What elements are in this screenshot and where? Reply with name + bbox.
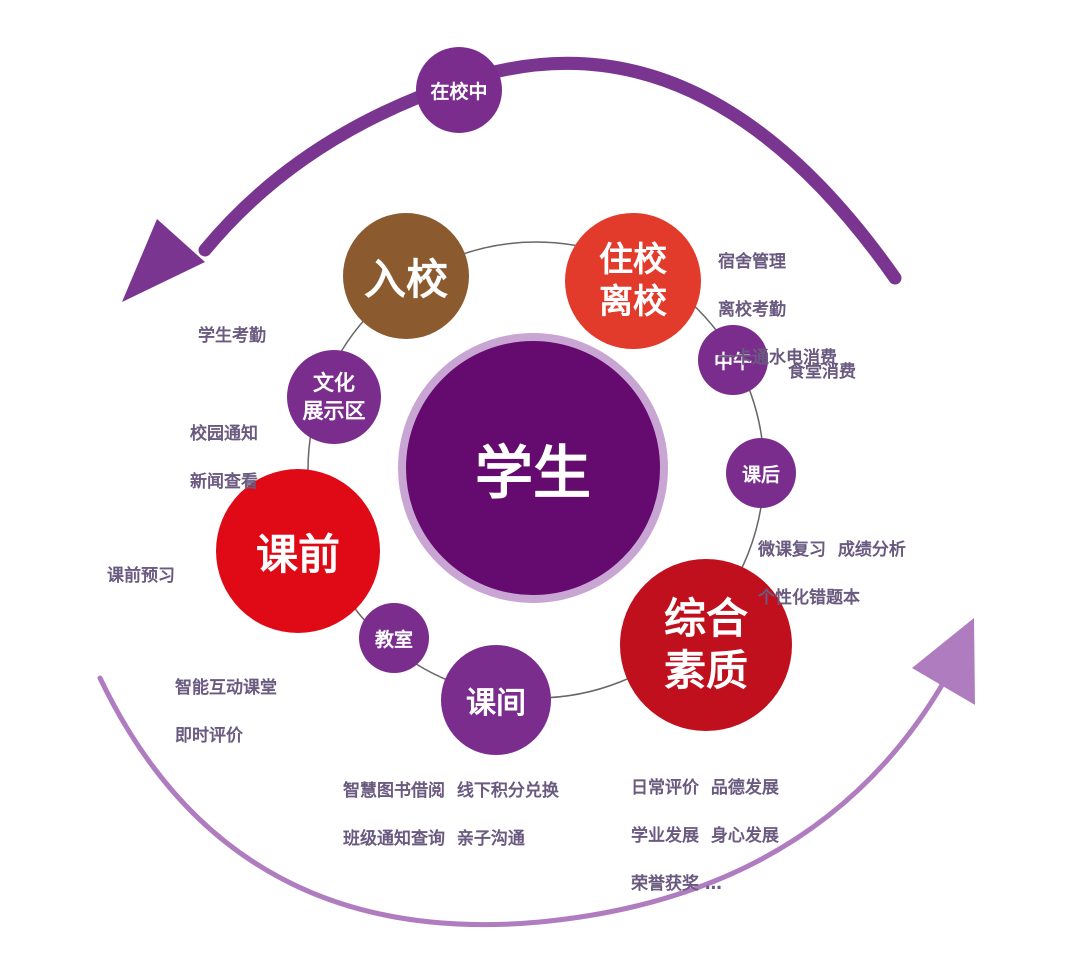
note-line: 智慧图书借阅 线下积分兑换 (343, 781, 559, 801)
note-line: 微课复习 成绩分析 (758, 540, 906, 560)
boarding-label: 住校 离校 (599, 240, 667, 322)
after-class-notes: 微课复习 成绩分析 个性化错题本 (758, 514, 906, 634)
culture-display-node: 文化 展示区 (287, 350, 381, 444)
classroom-label: 教室 (374, 628, 413, 651)
before-class-label: 课前 (255, 529, 340, 579)
note-line: 学生考勤 (198, 326, 266, 346)
top-loop-arrow (198, 56, 902, 285)
after-class-label: 课后 (741, 463, 780, 486)
between-classes-notes: 智慧图书借阅 线下积分兑换 班级通知查询 亲子沟通 (343, 755, 559, 875)
after-class-node: 课后 (726, 438, 796, 508)
before-class-node: 课前 (216, 469, 380, 633)
note-line: 学业发展 身心发展 (631, 826, 779, 846)
noon-notes: 食堂消费 (788, 336, 856, 408)
enter-school-notes: 学生考勤 (198, 300, 266, 372)
enter-school-label: 入校 (363, 254, 448, 304)
classroom-notes: 智能互动课堂 即时评价 (175, 652, 277, 772)
noon-node: 中午 (698, 325, 768, 395)
between-classes-label: 课间 (466, 686, 526, 721)
culture-display-notes: 校园通知 新闻查看 (190, 398, 258, 518)
note-line: 个性化错题本 (758, 588, 860, 608)
note-line: 日常评价 品德发展 (631, 778, 779, 798)
note-line: 荣誉获奖 … (631, 874, 722, 894)
note-line: 即时评价 (175, 726, 243, 746)
note-line: 课前预习 (107, 566, 175, 586)
note-line: 校园通知 (190, 424, 258, 444)
note-line: 宿舍管理 (718, 252, 786, 272)
note-line: 新闻查看 (190, 472, 258, 492)
bottom-arrowhead (912, 618, 975, 705)
top-arrowhead (122, 219, 205, 302)
center-student-node: 学生 (398, 333, 668, 603)
note-line: 班级通知查询 亲子沟通 (343, 829, 525, 849)
note-line: 食堂消费 (788, 362, 856, 382)
between-classes-node: 课间 (441, 645, 551, 755)
noon-label: 中午 (713, 350, 752, 373)
overall-quality-node: 综合 素质 (620, 559, 792, 731)
note-line: 离校考勤 (718, 300, 786, 320)
culture-display-label: 文化 展示区 (302, 371, 366, 423)
before-class-notes: 课前预习 (107, 540, 175, 612)
enter-school-node: 入校 (343, 213, 469, 339)
center-label: 学生 (474, 439, 591, 507)
note-line: 智能互动课堂 (175, 678, 277, 698)
classroom-node: 教室 (359, 603, 429, 673)
in-school-node: 在校中 (416, 47, 502, 133)
boarding-notes: 宿舍管理 离校考勤 一卡通水电消费 (718, 226, 837, 394)
bottom-loop-arrow (97, 675, 948, 928)
boarding-node: 住校 离校 (565, 213, 701, 349)
in-school-label: 在校中 (430, 80, 488, 103)
overall-quality-label: 综合 素质 (663, 594, 748, 695)
note-line: 一卡通水电消费 (718, 348, 837, 368)
overall-quality-notes: 日常评价 品德发展 学业发展 身心发展 荣誉获奖 … (631, 752, 779, 920)
